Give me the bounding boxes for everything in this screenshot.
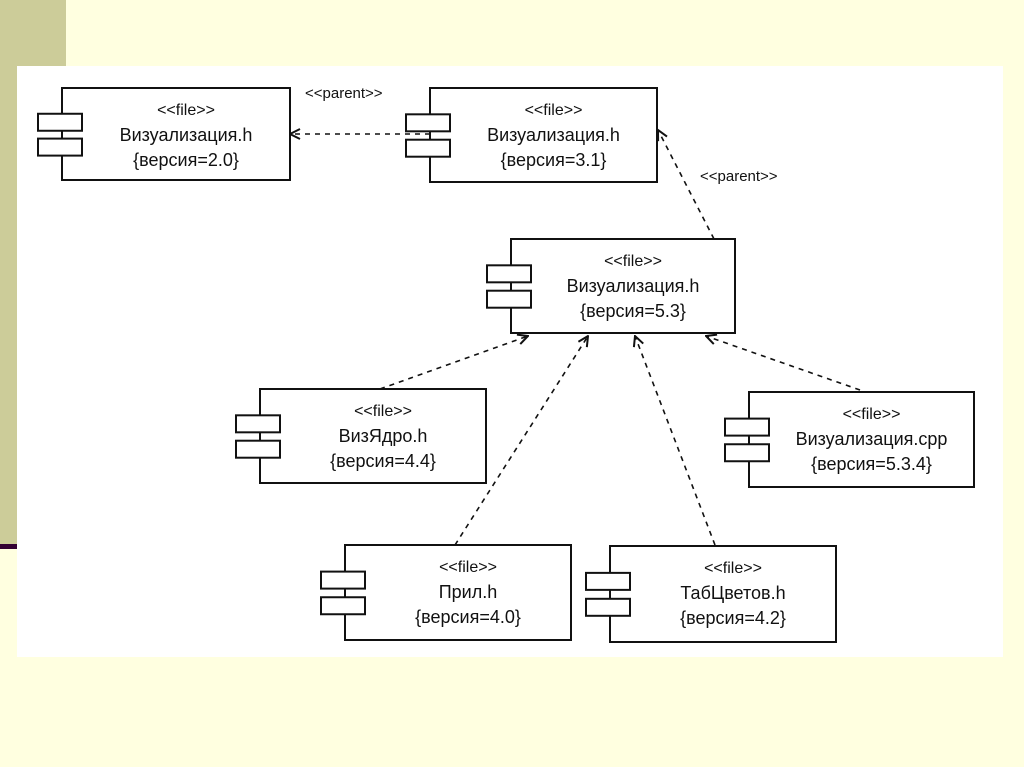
component-version: {версия=4.4} (330, 451, 436, 471)
component-box (510, 238, 736, 334)
component-box (748, 391, 975, 488)
component-vizcore[interactable]: <<file>> ВизЯдро.h {версия=4.4} (235, 388, 487, 484)
dependency-arrow-vizcpp-to-viz53 (706, 336, 861, 391)
component-box (61, 87, 291, 181)
component-tab-icon (585, 597, 631, 617)
component-vizcpp[interactable]: <<file>> Визуализация.cpp {версия=5.3.4} (724, 391, 975, 488)
component-tab-icon (486, 264, 532, 284)
dependency-arrow-vizcore-to-viz53 (379, 336, 528, 390)
decorative-accent-line (0, 544, 17, 549)
component-version: {версия=5.3.4} (811, 454, 932, 474)
component-tab-icon (405, 113, 451, 133)
component-tab-icon (724, 417, 770, 437)
component-stereotype: <<file>> (604, 253, 662, 270)
component-tab-icon (37, 137, 83, 157)
decorative-olive-sidebar (0, 0, 17, 545)
component-version: {версия=4.0} (415, 607, 521, 627)
edge-labels: <<parent>> <<parent>> (305, 85, 778, 185)
component-tab-icon (405, 138, 451, 158)
component-tab-icon (320, 596, 366, 616)
component-tab-icon (235, 414, 281, 434)
component-version: {версия=3.1} (501, 150, 607, 170)
component-name: Визуализация.h (567, 276, 700, 296)
component-box (609, 545, 837, 643)
component-box (259, 388, 487, 484)
component-version: {версия=2.0} (133, 150, 239, 170)
component-stereotype: <<file>> (525, 102, 583, 119)
component-tab-icon (320, 570, 366, 590)
component-name: ВизЯдро.h (339, 426, 428, 446)
component-name: ТабЦветов.h (680, 583, 785, 603)
component-name: Визуализация.h (487, 125, 620, 145)
component-viz53[interactable]: <<file>> Визуализация.h {версия=5.3} (486, 238, 736, 334)
dependency-edges (290, 130, 861, 546)
component-tab-icon (37, 112, 83, 132)
component-stereotype: <<file>> (843, 406, 901, 423)
dependency-label: <<parent>> (700, 168, 778, 185)
dependency-arrow-app-to-viz53 (454, 336, 588, 546)
component-stereotype: <<file>> (439, 559, 497, 576)
component-box (344, 544, 572, 641)
component-tab-icon (235, 439, 281, 459)
component-name: Визуализация.cpp (796, 429, 948, 449)
component-stereotype: <<file>> (354, 403, 412, 420)
dependency-arrow-viz53-to-viz31 (658, 130, 715, 240)
dependency-arrow-colortab-to-viz53 (635, 336, 716, 546)
component-box (429, 87, 658, 183)
component-name: Прил.h (439, 582, 498, 602)
component-version: {версия=5.3} (580, 301, 686, 321)
component-app[interactable]: <<file>> Прил.h {версия=4.0} (320, 544, 572, 641)
component-tab-icon (486, 289, 532, 309)
component-stereotype: <<file>> (157, 102, 215, 119)
component-viz31[interactable]: <<file>> Визуализация.h {версия=3.1} (405, 87, 658, 183)
component-version: {версия=4.2} (680, 608, 786, 628)
dependency-label: <<parent>> (305, 85, 383, 102)
component-colortab[interactable]: <<file>> ТабЦветов.h {версия=4.2} (585, 545, 837, 643)
component-tab-icon (724, 443, 770, 463)
component-viz20[interactable]: <<file>> Визуализация.h {версия=2.0} (37, 87, 291, 181)
component-tab-icon (585, 571, 631, 591)
component-name: Визуализация.h (120, 125, 253, 145)
component-nodes: <<file>>Визуализация.h{версия=2.0}<<file… (37, 87, 975, 643)
component-stereotype: <<file>> (704, 560, 762, 577)
